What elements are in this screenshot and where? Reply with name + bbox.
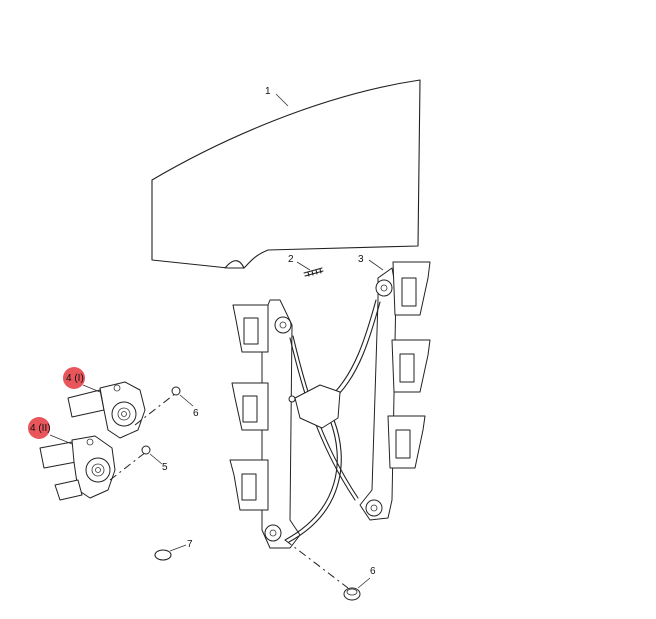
axis-line-2 — [109, 451, 147, 481]
callout-3[interactable]: 3 — [358, 254, 364, 265]
leader-6a — [179, 394, 194, 407]
leader-1 — [275, 93, 289, 107]
leader-6b — [357, 577, 371, 589]
window-motor-2[interactable] — [39, 435, 116, 501]
nut-5[interactable] — [141, 445, 151, 455]
leader-3 — [368, 259, 384, 271]
nut-6[interactable] — [171, 386, 181, 396]
callout-2[interactable]: 2 — [288, 254, 294, 265]
axis-line-1 — [134, 392, 177, 426]
leader-4-2 — [49, 434, 73, 445]
door-glass[interactable] — [151, 79, 421, 269]
spring[interactable] — [303, 267, 324, 277]
leader-4-1 — [82, 384, 101, 393]
window-regulator[interactable] — [229, 261, 431, 549]
callout-4-2-highlight — [28, 417, 50, 439]
callout-1[interactable]: 1 — [265, 86, 271, 97]
callout-6-grommet[interactable]: 6 — [370, 566, 376, 577]
window-motor-1[interactable] — [67, 381, 146, 439]
o-ring[interactable] — [154, 549, 172, 561]
callout-5[interactable]: 5 — [162, 462, 168, 473]
callout-4-2[interactable]: 4 (II) — [30, 423, 51, 434]
leader-2 — [296, 261, 311, 271]
leader-5 — [149, 453, 163, 465]
axis-line-3 — [284, 539, 349, 589]
callout-4-1[interactable]: 4 (I) — [66, 373, 84, 384]
callout-6-nut[interactable]: 6 — [193, 408, 199, 419]
grommet[interactable] — [343, 587, 361, 601]
leader-7 — [169, 544, 187, 552]
callout-7[interactable]: 7 — [187, 539, 193, 550]
callout-4-1-highlight — [63, 367, 85, 389]
